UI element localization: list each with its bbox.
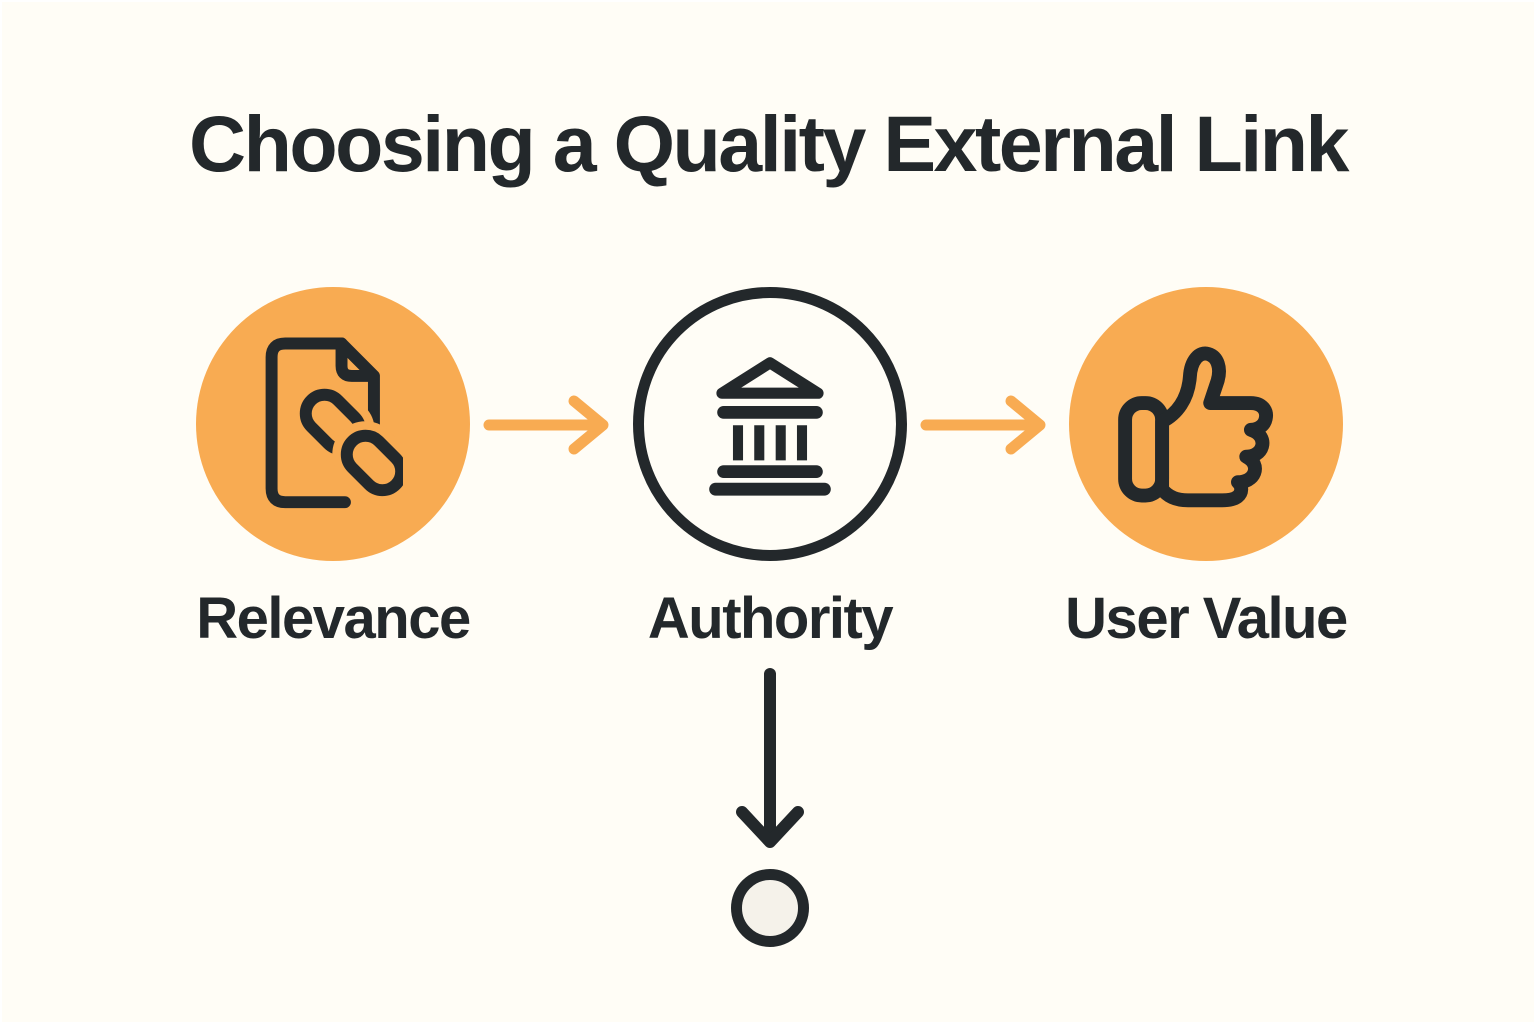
user-value-label: User Value <box>1065 586 1348 651</box>
relevance-label: Relevance <box>196 586 471 651</box>
node-authority: Authority <box>590 287 950 652</box>
thumbs-up-icon <box>1114 329 1299 519</box>
bank-icon <box>690 345 850 504</box>
node-user-value: User Value <box>1026 287 1386 652</box>
terminal-circle <box>731 869 809 947</box>
node-relevance: Relevance <box>153 287 513 652</box>
authority-circle <box>633 287 907 561</box>
document-link-icon <box>263 335 416 514</box>
user-value-circle <box>1069 287 1343 561</box>
arrow-right-icon <box>481 394 621 461</box>
arrow-down-icon <box>725 666 815 859</box>
page-title: Choosing a Quality External Link <box>189 99 1349 188</box>
arrow-right-icon <box>918 394 1058 461</box>
relevance-circle <box>196 287 470 561</box>
authority-label: Authority <box>647 586 894 651</box>
